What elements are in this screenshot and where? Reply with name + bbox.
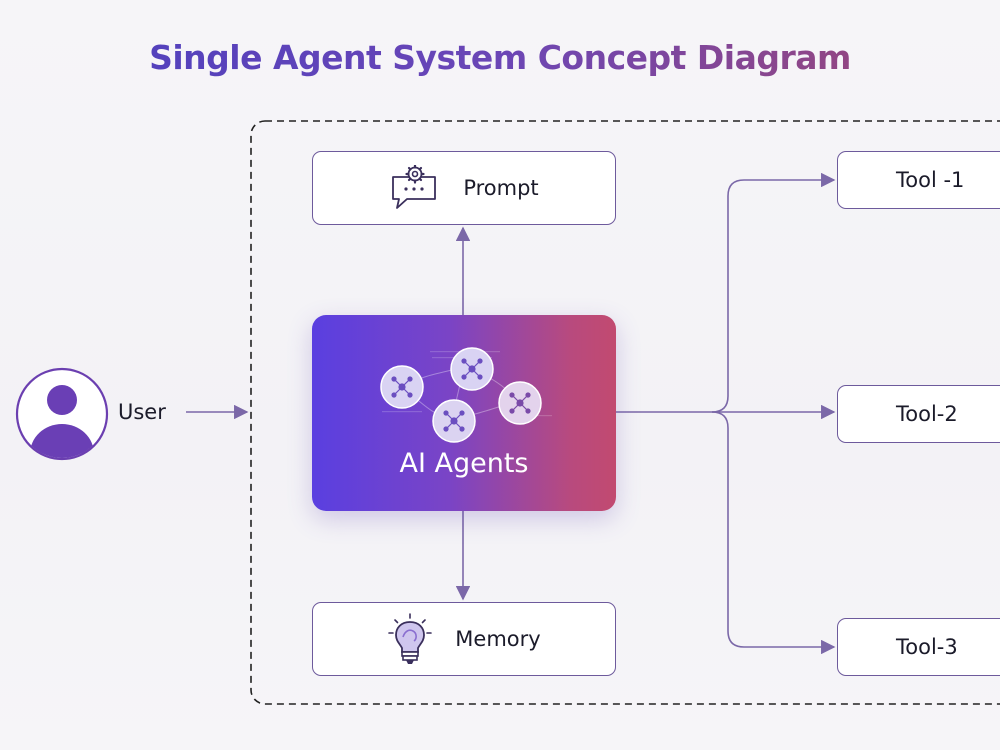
agent-to-tools-trunk	[616, 172, 836, 413]
tool-1-label: Tool -1	[896, 168, 965, 192]
prompt-label: Prompt	[463, 176, 539, 200]
ai-agents-label: AI Agents	[399, 448, 529, 479]
tool-2-box[interactable]: Tool-2	[837, 385, 1000, 443]
prompt-box[interactable]: Prompt	[312, 151, 616, 225]
neural-network-icon	[380, 347, 552, 443]
lightbulb-icon	[387, 613, 433, 665]
diagram-title: Single Agent System Concept Diagram	[0, 38, 1000, 77]
agent-node	[432, 399, 476, 443]
tool-3-box[interactable]: Tool-3	[837, 618, 1000, 676]
user-icon	[15, 367, 109, 461]
memory-box[interactable]: Memory	[312, 602, 616, 676]
tool-3-label: Tool-3	[896, 635, 958, 659]
system-boundary	[250, 120, 1000, 705]
user-label: User	[118, 400, 166, 424]
tool-1-box[interactable]: Tool -1	[837, 151, 1000, 209]
memory-label: Memory	[455, 627, 541, 651]
tool-2-label: Tool-2	[896, 402, 958, 426]
agent-node	[450, 347, 494, 391]
ai-agents-box[interactable]: AI Agents	[312, 315, 616, 511]
agent-to-tool-3-arrow	[711, 411, 836, 655]
agent-node	[380, 365, 424, 409]
gear-chat-icon	[389, 165, 441, 211]
user-avatar	[14, 366, 110, 467]
agent-node	[498, 381, 542, 425]
